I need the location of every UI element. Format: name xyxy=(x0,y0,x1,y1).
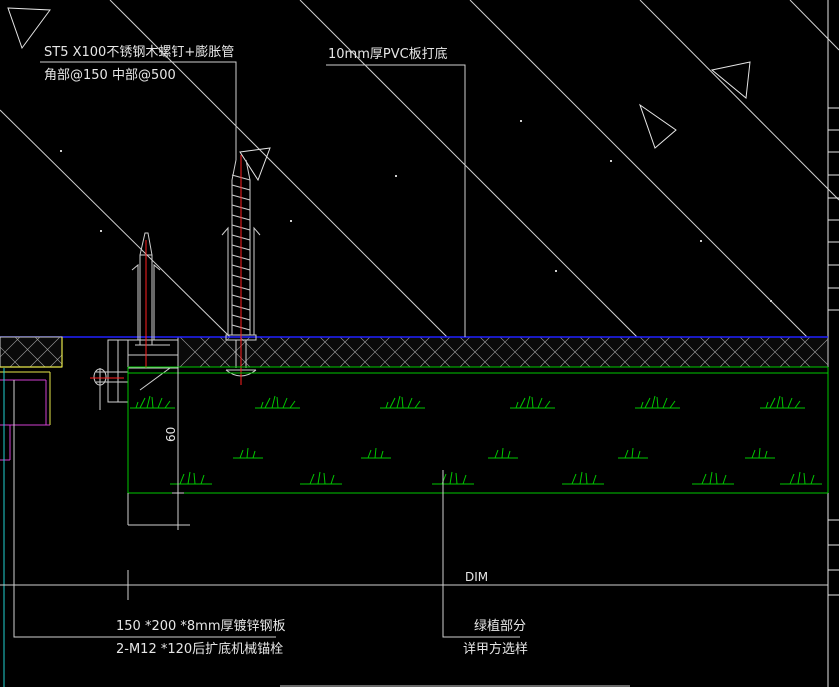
plate-label-line2: 2-M12 *120后扩底机械锚栓 xyxy=(116,641,283,657)
grass-symbol xyxy=(562,471,604,485)
scatter-dots xyxy=(60,120,772,302)
pvc-label: 10mm厚PVC板打底 xyxy=(328,46,448,62)
grass-symbol-small xyxy=(233,447,263,459)
screw-label-line1: ST5 X100不锈钢木螺钉+膨胀管 xyxy=(44,45,234,60)
plate-leader xyxy=(13,380,276,638)
grass-symbol xyxy=(635,395,680,409)
triangle-marker xyxy=(710,61,751,99)
grass-symbol xyxy=(432,471,474,485)
pvc-board-layer xyxy=(177,336,829,368)
dim-horizontal-label: DIM xyxy=(465,570,488,584)
green-label-line1: 绿植部分 xyxy=(474,619,526,634)
triangle-markers xyxy=(7,7,751,182)
vertical-dimension xyxy=(127,367,190,530)
grass-symbol xyxy=(780,471,822,485)
triangle-marker xyxy=(639,103,677,149)
grass-symbol-small xyxy=(488,447,518,459)
pvc-leader xyxy=(326,64,466,337)
triangle-marker xyxy=(7,7,51,50)
grass-symbol-small xyxy=(745,447,775,459)
dim-vertical-label: 60 xyxy=(164,427,178,442)
green-leader xyxy=(442,470,520,638)
plate-label-line1: 150 *200 *8mm厚镀锌钢板 xyxy=(116,618,286,634)
steel-bracket xyxy=(93,339,179,410)
horizontal-dimension xyxy=(0,570,828,600)
grass-symbol xyxy=(380,395,425,409)
green-plant-panel xyxy=(127,366,829,494)
grass-symbol xyxy=(692,471,734,485)
screw-label-line2: 角部@150 中部@500 xyxy=(44,68,176,83)
wall-hatch-lines xyxy=(0,0,839,338)
green-label-line2: 详甲方选样 xyxy=(463,641,528,657)
grass-symbol xyxy=(130,395,175,409)
grass-symbol-small xyxy=(361,447,391,459)
grass-symbol xyxy=(170,471,212,485)
triangle-marker xyxy=(239,147,271,182)
screw-leader xyxy=(40,61,237,160)
grass-symbol xyxy=(255,395,300,409)
grass-symbol xyxy=(760,395,805,409)
grass-symbol-small xyxy=(618,447,648,459)
right-ruler-ticks xyxy=(827,0,839,687)
grass-symbol xyxy=(300,471,342,485)
grass-symbol xyxy=(510,395,555,409)
left-hatched-block xyxy=(0,336,63,368)
grass-symbols xyxy=(130,395,822,485)
left-substructure xyxy=(0,368,51,687)
mechanical-anchor-bolt xyxy=(131,232,161,346)
